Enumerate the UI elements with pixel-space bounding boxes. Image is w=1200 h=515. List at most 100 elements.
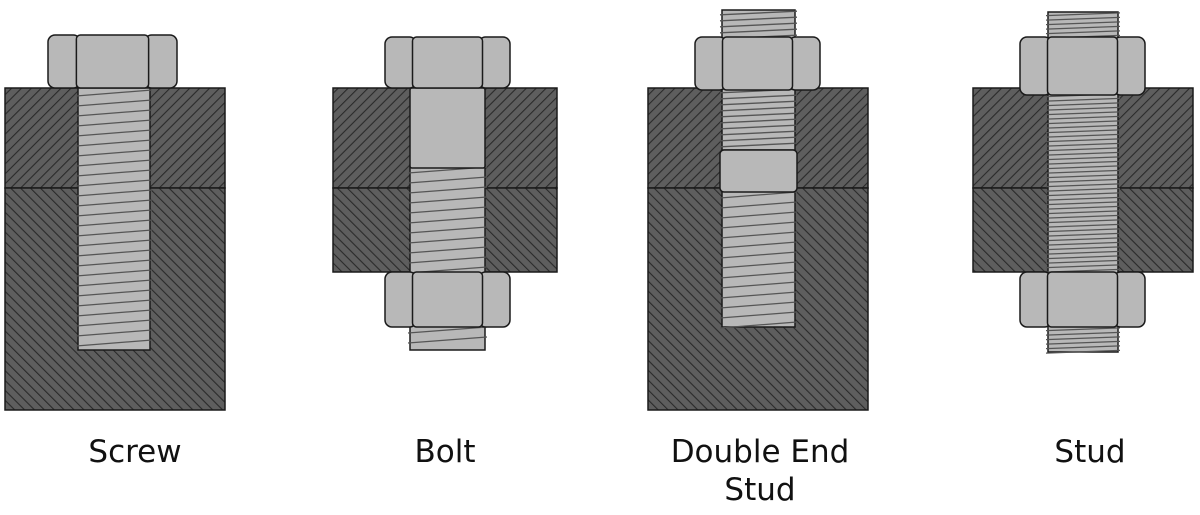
bottom-nut-center-face [1046,271,1119,328]
thread-line [1045,129,1121,134]
thread-line [407,246,488,254]
thread-line [1045,223,1121,228]
thread-line [719,291,798,299]
thread-line [719,106,798,112]
thread-line [1045,336,1121,341]
thread-line [75,329,153,337]
thread-line [75,129,153,137]
bolt-nut-center-face [411,271,484,328]
thread-line [407,326,488,334]
thread-line [719,281,798,289]
thread-line [75,139,153,147]
thread-line [75,149,153,157]
thread-line [75,279,153,287]
thread-line [1045,228,1121,233]
thread-line [1045,214,1121,219]
screw-head-center-face [75,34,150,89]
thread-line [1045,178,1121,183]
thread-line [1045,327,1121,332]
stud-shank [719,149,798,193]
thread-line [75,289,153,297]
thread-line [719,231,798,239]
thread-line [407,216,488,224]
thread-line [1045,250,1121,255]
thread-line [1045,142,1121,147]
thread-line [75,219,153,227]
thread-line [719,271,798,279]
thread-line [75,319,153,327]
thread-line [75,179,153,187]
thread-line [719,28,798,34]
thread-line [75,259,153,267]
bolt-shank [409,87,486,169]
thread-line [719,311,798,319]
top-nut-center-face [721,36,794,91]
thread-line [75,229,153,237]
thread-line [719,142,798,148]
label-double-end-stud: Double End Stud [620,433,900,509]
label-stud: Stud [1054,434,1126,470]
thread-line [75,99,153,107]
thread-line [75,89,153,97]
thread-line [1045,192,1121,197]
thread-line [75,239,153,247]
thread-line [407,256,488,264]
thread-line [1045,174,1121,179]
label-screw: Screw [88,434,182,470]
bolt-diagram [332,36,558,351]
thread-line [719,241,798,249]
screw-diagram [4,34,226,411]
thread-line [719,16,798,22]
thread-line [1045,187,1121,192]
thread-line [75,169,153,177]
thread-line [1045,97,1121,102]
label-double-end-line1: Double End [670,434,850,470]
thread-line [75,339,153,347]
thread-line [1045,133,1121,138]
thread-line [1045,25,1121,30]
thread-line [1045,160,1121,165]
thread-line [719,94,798,100]
thread-line [75,309,153,317]
thread-line [407,336,488,344]
thread-line [1045,151,1121,156]
thread-line [1045,201,1121,206]
thread-line [1045,12,1121,17]
thread-line [719,251,798,259]
thread-line [1045,237,1121,242]
bolt-head-center-face [411,36,484,89]
thread-line [1045,345,1121,350]
thread-line [1045,219,1121,224]
thread-line [719,191,798,199]
thread-line [1045,196,1121,201]
screw-head-left-face [47,34,82,89]
label-bolt: Bolt [414,434,476,470]
thread-line [1045,120,1121,125]
thread-line [719,136,798,142]
thread-line [1045,246,1121,251]
thread-line [75,119,153,127]
thread-line [1045,205,1121,210]
thread-line [1045,16,1121,21]
thread-line [1045,169,1121,174]
thread-line [719,100,798,106]
thread-line [719,321,798,329]
thread-line [75,189,153,197]
thread-line [75,269,153,277]
thread-line [719,221,798,229]
thread-line [719,124,798,130]
thread-line [719,201,798,209]
thread-line [1045,156,1121,161]
thread-line [1045,232,1121,237]
thread-line [719,211,798,219]
thread-line [407,176,488,184]
top-nut-center-face [1046,36,1119,96]
thread-line [75,299,153,307]
thread-line [1045,259,1121,264]
thread-line [75,159,153,167]
thread-line [407,236,488,244]
thread-line [407,186,488,194]
thread-line [1045,255,1121,260]
thread-line [1045,115,1121,120]
